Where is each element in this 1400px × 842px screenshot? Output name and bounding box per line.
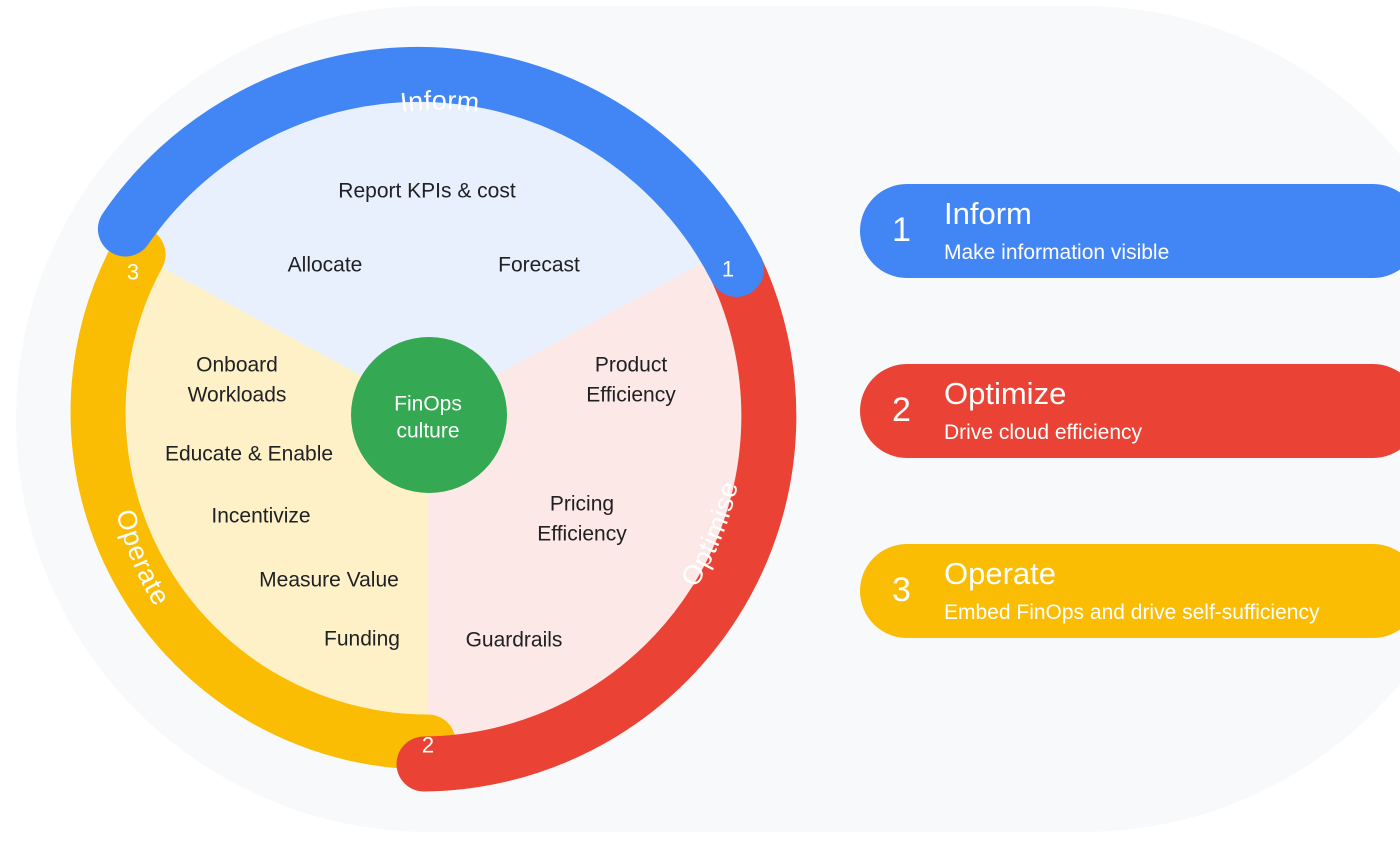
inform-item-allocate: Allocate [288,254,363,277]
operate-item-funding: Funding [324,628,400,651]
optimise-marker-number: 2 [422,733,434,758]
legend-number: 1 [892,211,911,249]
inform-item-report-kpis: Report KPIs & cost [338,180,516,203]
optimise-ring [396,242,797,792]
legend-number: 3 [892,571,911,609]
legend-subtitle: Embed FinOps and drive self-sufficiency [944,601,1320,624]
legend-title: Operate [944,556,1057,591]
optimise-item-guardrails: Guardrails [466,629,563,652]
legend-title: Inform [944,196,1032,231]
optimise-item-product-efficiency-line1: Product [595,354,668,377]
optimise-item-pricing-efficiency-line2: Efficiency [537,523,627,546]
operate-item-measure-value: Measure Value [259,569,399,592]
inform-marker-number: 1 [722,257,734,282]
center-label-line2: culture [396,420,459,443]
optimise-item-product-efficiency-line2: Efficiency [586,384,676,407]
operate-item-onboard-workloads-line1: Onboard [196,354,278,377]
finops-culture-circle [351,337,507,493]
operate-item-incentivize: Incentivize [211,505,310,528]
legend-pill-inform: 1 Inform Make information visible [860,184,1400,278]
legend-number: 2 [892,391,911,429]
optimise-item-pricing-efficiency-line1: Pricing [550,493,614,516]
legend-title: Optimize [944,376,1067,411]
legend-subtitle: Make information visible [944,241,1170,264]
legend-subtitle: Drive cloud efficiency [944,421,1143,444]
operate-ring [70,226,456,770]
operate-item-educate-enable: Educate & Enable [165,443,333,466]
inform-ring-title: Inform [399,85,481,117]
operate-marker-number: 3 [127,260,139,285]
operate-item-onboard-workloads-line2: Workloads [188,384,287,407]
legend-pill-optimize: 2 Optimize Drive cloud efficiency [860,364,1400,458]
inform-sector [128,70,728,412]
inform-ring [97,46,764,297]
legend-pill-operate: 3 Operate Embed FinOps and drive self-su… [860,544,1400,638]
inform-item-forecast: Forecast [498,254,580,277]
center-label-line1: FinOps [394,393,462,416]
